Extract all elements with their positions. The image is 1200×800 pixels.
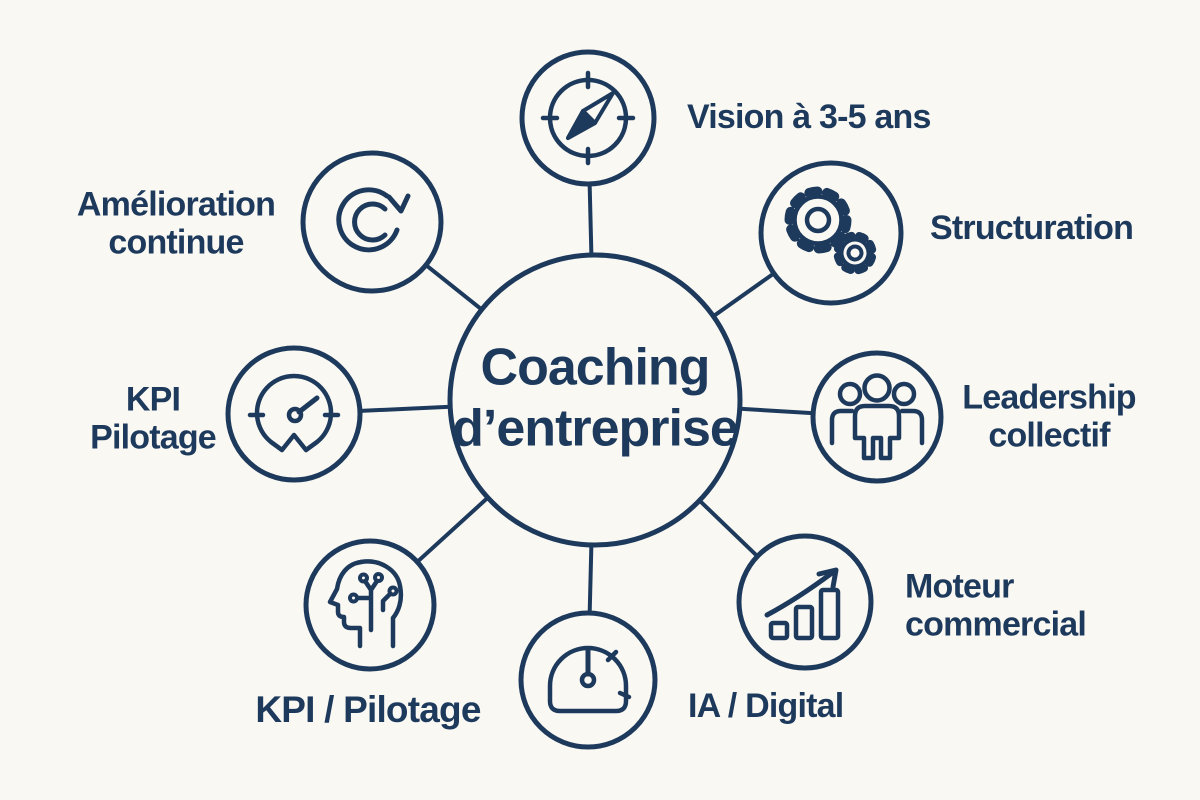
compass-icon (540, 70, 636, 166)
label-moteur-line2: commercial (905, 606, 1087, 644)
center-title-line1: Coaching (480, 338, 711, 397)
node-circle-kpi-left (225, 345, 363, 483)
label-moteur-line1: Moteur (905, 567, 1014, 606)
label-leadership-line1: Leadership (962, 378, 1136, 417)
label-kpi-left: KPI Pilotage (90, 380, 217, 458)
refresh-cycle-icon (336, 187, 411, 253)
growth-chart-icon (764, 567, 841, 641)
label-kpi-left-line2: Pilotage (90, 419, 217, 457)
center-title-line2: d’entreprise (452, 400, 739, 458)
label-structuration: Structuration (930, 208, 1134, 247)
label-amelioration-line2: continue (108, 224, 244, 262)
center-title: Coaching d’entreprise (452, 338, 739, 461)
label-kpi-left-line1: KPI (125, 380, 181, 419)
label-ia-digital: IA / Digital (688, 686, 844, 725)
center-circle (447, 252, 743, 548)
label-kpi-pilotage-line: KPI / Pilotage (255, 689, 481, 731)
label-ia-digital-line: IA / Digital (688, 686, 844, 725)
label-kpi-pilotage: KPI / Pilotage (255, 689, 481, 731)
head-circuit-icon (327, 559, 404, 649)
label-leadership: Leadership collectif (962, 378, 1136, 456)
label-moteur: Moteur commercial (905, 567, 1087, 645)
label-amelioration-line1: Amélioration (76, 185, 276, 224)
speedometer-icon (247, 373, 341, 453)
node-circle-amelioration (300, 150, 444, 294)
gauge-icon (547, 645, 632, 714)
node-circle-structuration (758, 160, 904, 306)
label-leadership-line2: collectif (988, 417, 1110, 455)
gears-icon (784, 186, 877, 275)
node-circle-moteur (736, 533, 874, 671)
node-circle-ia-digital (518, 610, 658, 750)
people-group-icon (829, 373, 925, 461)
label-vision-line: Vision à 3-5 ans (687, 97, 931, 136)
label-vision: Vision à 3-5 ans (687, 98, 931, 136)
label-structuration-line: Structuration (930, 208, 1134, 247)
label-amelioration: Amélioration continue (76, 185, 276, 263)
